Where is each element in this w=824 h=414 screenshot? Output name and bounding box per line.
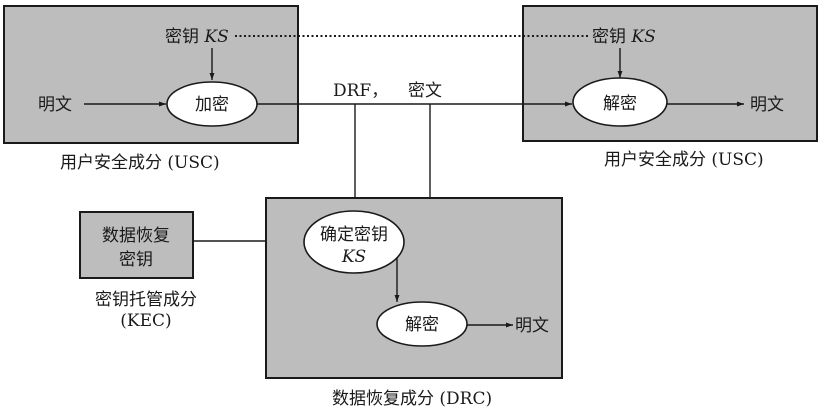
decrypt-label-usc: 解密	[603, 94, 637, 114]
drc-caption: 数据恢复成分 (DRC)	[332, 389, 492, 409]
kec-caption-line1: 密钥托管成分	[95, 290, 197, 310]
ciphertext-label: 密文	[408, 81, 442, 101]
usc-left-component: 密钥 KS 明文 加密	[3, 5, 299, 144]
kec-box-line1: 数据恢复	[102, 226, 170, 246]
drf-label: DRF，	[333, 81, 388, 101]
drc-plaintext-label: 明文	[515, 316, 549, 336]
decrypt-label-drc: 解密	[405, 315, 439, 335]
usc-left-plaintext-label: 明文	[38, 95, 72, 115]
encrypt-label: 加密	[195, 95, 229, 115]
kec-component: 数据恢复 密钥	[79, 211, 194, 279]
usc-right-component: 密钥 KS 解密 明文	[522, 5, 818, 142]
usc-left-box	[3, 5, 299, 144]
usc-right-key-label: 密钥 KS	[592, 27, 656, 47]
determine-key-node	[303, 210, 405, 274]
kec-box	[79, 211, 194, 279]
usc-left-key-label: 密钥 KS	[165, 27, 229, 47]
determine-key-line1: 确定密钥	[320, 225, 388, 245]
usc-left-caption: 用户安全成分 (USC)	[60, 153, 220, 173]
kec-caption-line2: (KEC)	[120, 311, 171, 331]
usc-right-box	[522, 5, 818, 142]
decrypt-node-drc	[376, 301, 468, 347]
usc-right-caption: 用户安全成分 (USC)	[604, 150, 764, 170]
usc-right-plaintext-label: 明文	[750, 95, 784, 115]
determine-key-line2: KS	[341, 247, 366, 267]
drc-box	[265, 197, 563, 379]
kec-box-line2: 密钥	[119, 250, 153, 270]
drc-component: 确定密钥 KS 解密 明文	[265, 197, 563, 379]
decrypt-node-usc	[572, 77, 668, 127]
